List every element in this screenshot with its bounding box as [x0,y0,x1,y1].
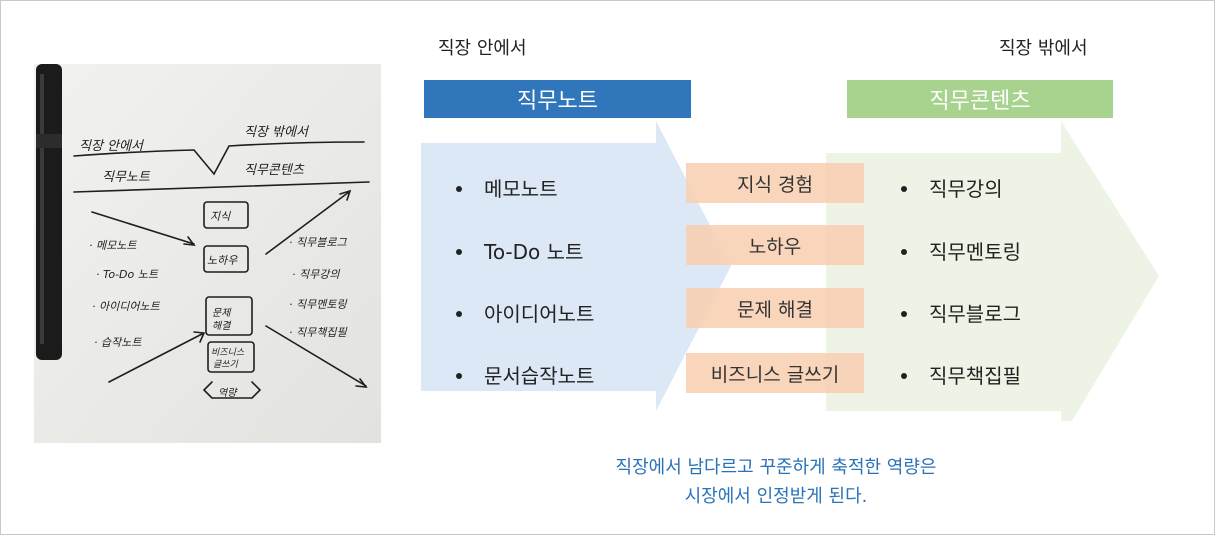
svg-text:직장 밖에서: 직장 밖에서 [244,125,310,140]
banner-job-notes: 직무노트 [424,80,691,118]
svg-text:문제: 문제 [212,307,232,319]
svg-text:· 메모노트: · 메모노트 [89,239,137,252]
caption-line-1: 직장에서 남다르고 꾸준하게 축적한 역량은 [615,457,937,478]
svg-text:직무노트: 직무노트 [102,170,151,185]
bullet-icon [901,372,907,379]
list-item: To-Do 노트 [456,236,583,265]
list-item: 메모노트 [456,173,558,202]
heading-inside-workplace: 직장 안에서 [438,38,527,59]
bullet-icon [456,310,462,317]
blue-arrow [421,121,731,411]
svg-text:직무콘텐츠: 직무콘텐츠 [244,163,305,178]
competency-business-writing: 비즈니스 글쓰기 [686,353,864,393]
svg-text:역량: 역량 [218,387,238,399]
competency-know-how: 노하우 [686,225,864,265]
svg-text:지식: 지식 [210,210,231,223]
bullet-icon [901,185,907,192]
banner-job-contents: 직무콘텐츠 [847,80,1113,118]
handwritten-sketch-photo: 직장 안에서 직장 밖에서 직무노트 직무콘텐츠 지식 노하우 문제 해결 비즈… [34,64,381,443]
svg-text:해결: 해결 [212,320,232,332]
caption: 직장에서 남다르고 꾸준하게 축적한 역량은 시장에서 인정받게 된다. [521,453,1031,511]
svg-text:글쓰기: 글쓰기 [213,359,239,370]
list-item: 문서습작노트 [456,360,594,389]
svg-text:· 직무블로그: · 직무블로그 [289,236,347,249]
bullet-icon [456,185,462,192]
svg-text:노하우: 노하우 [207,254,238,267]
competency-knowledge-experience: 지식 경험 [686,163,864,203]
list-item: 아이디어노트 [456,298,594,327]
svg-text:· 습작노트: · 습작노트 [94,336,142,349]
list-item: 직무책집필 [901,360,1021,389]
list-item: 직무블로그 [901,298,1021,327]
green-arrow [826,121,1159,421]
bullet-icon [901,248,907,255]
svg-text:직장 안에서: 직장 안에서 [79,139,145,154]
bullet-icon [901,310,907,317]
bullet-icon [456,372,462,379]
flow-arrows [421,121,1159,421]
list-item: 직무멘토링 [901,236,1021,265]
svg-text:비즈니스: 비즈니스 [211,347,245,358]
svg-text:· 직무강의: · 직무강의 [292,268,340,281]
svg-text:· 직무책집필: · 직무책집필 [289,326,347,339]
heading-outside-workplace: 직장 밖에서 [999,38,1088,59]
svg-text:· To-Do 노트: · To-Do 노트 [96,268,159,281]
competency-problem-solving: 문제 해결 [686,288,864,328]
svg-text:· 직무멘토링: · 직무멘토링 [289,298,347,311]
pen-icon [36,64,62,360]
list-item: 직무강의 [901,173,1003,202]
svg-text:· 아이디어노트: · 아이디어노트 [92,300,161,313]
caption-line-2: 시장에서 인정받게 된다. [684,486,868,507]
bullet-icon [456,248,462,255]
